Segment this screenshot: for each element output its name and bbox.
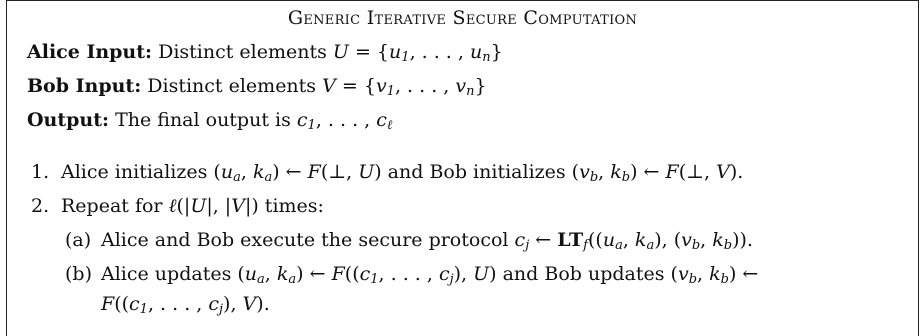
step-2b-continuation: F((c1, . . . , cj), V). xyxy=(101,293,270,317)
step-2: 2. Repeat for ℓ(|U|, |V|) times: xyxy=(31,195,324,218)
bob-input-line: Bob Input: Distinct elements V = {v1, . … xyxy=(27,75,487,99)
step-2b-text-line1: Alice updates (ua, ka) ← F((c1, . . . , … xyxy=(101,263,759,287)
step-2a: (a) Alice and Bob execute the secure prot… xyxy=(65,229,753,253)
step-2a-number: (a) xyxy=(65,229,92,251)
step-2b-number: (b) xyxy=(65,263,92,285)
step-2-text: Repeat for ℓ(|U|, |V|) times: xyxy=(61,195,324,217)
alice-input-label: Alice Input: xyxy=(27,41,153,63)
step-2b: (b) Alice updates (ua, ka) ← F((c1, . . .… xyxy=(65,263,758,287)
step-2-number: 2. xyxy=(31,195,50,217)
step-1-number: 1. xyxy=(31,161,50,183)
step-2a-text: Alice and Bob execute the secure protoco… xyxy=(101,229,753,253)
alice-input-line: Alice Input: Distinct elements U = {u1, … xyxy=(27,41,503,65)
bob-input-label: Bob Input: xyxy=(27,75,142,97)
protocol-box: Generic Iterative Secure Computation Ali… xyxy=(6,0,919,336)
output-label: Output: xyxy=(27,109,110,131)
step-1: 1. Alice initializes (ua, ka) ← F(⊥, U) a… xyxy=(31,161,743,185)
output-line: Output: The final output is c1, . . . , … xyxy=(27,109,392,133)
alice-input-text: Distinct elements U = {u1, . . . , un} xyxy=(158,41,503,65)
protocol-title: Generic Iterative Secure Computation xyxy=(287,7,638,29)
step-1-text: Alice initializes (ua, ka) ← F(⊥, U) and… xyxy=(61,161,744,185)
step-2b-text-line2: F((c1, . . . , cj), V). xyxy=(101,293,270,317)
output-text: The final output is c1, . . . , cℓ xyxy=(115,109,393,133)
bob-input-text: Distinct elements V = {v1, . . . , vn} xyxy=(147,75,487,99)
